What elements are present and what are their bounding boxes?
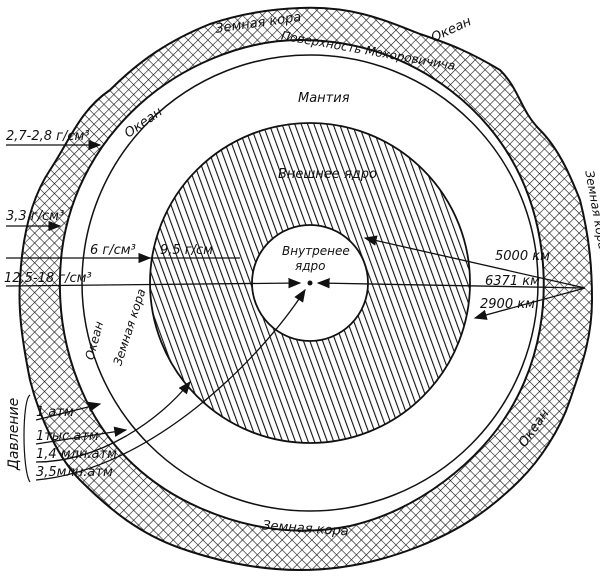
label-inner-core-line1: Внутренее — [282, 244, 350, 258]
earth-center — [307, 280, 313, 286]
pressure-arrow-3-5-mln — [35, 288, 306, 481]
pressure-bracket — [23, 394, 31, 483]
pressure-arrow-1000atm — [35, 426, 128, 445]
pressure-label-1-4-mln: 1,4 млн.атм — [36, 447, 117, 462]
distance-label-2900: 2900 км — [480, 297, 535, 312]
distance-arrow-6371 — [316, 278, 586, 289]
distance-arrow-5000 — [363, 235, 586, 289]
earth-crust-ring — [18, 6, 594, 572]
pressure-label-1atm: 1 атм — [36, 405, 74, 420]
label-outer-core: Внешнее ядро — [278, 167, 377, 182]
pressure-arrow-1-4-mln — [35, 380, 191, 463]
label-crust-bottom: Земная кора — [262, 518, 349, 539]
density-label-1: 2,7-2,8 г/см³ — [6, 129, 90, 144]
density-arrow-5 — [5, 277, 302, 289]
distance-arrow-2900 — [473, 287, 586, 320]
pressure-label-1000atm: 1тыс атм — [36, 429, 99, 444]
pressure-title: Давление — [6, 398, 22, 471]
distance-label-5000: 5000 км — [495, 249, 550, 264]
pressure-arrow-1atm — [35, 401, 102, 421]
density-label-4: 9,5 г/см — [160, 243, 213, 258]
density-label-2: 3,3 г/см³ — [6, 209, 64, 224]
density-label-3: 6 г/см³ — [90, 243, 136, 258]
distance-label-6371: 6371 км — [485, 274, 540, 289]
label-inner-core-line2: ядро — [295, 259, 325, 273]
label-mantle: Мантия — [298, 91, 350, 106]
label-ocean-top: Океан — [429, 14, 474, 46]
density-label-5: 12,5-18 г/см³ — [4, 271, 92, 286]
